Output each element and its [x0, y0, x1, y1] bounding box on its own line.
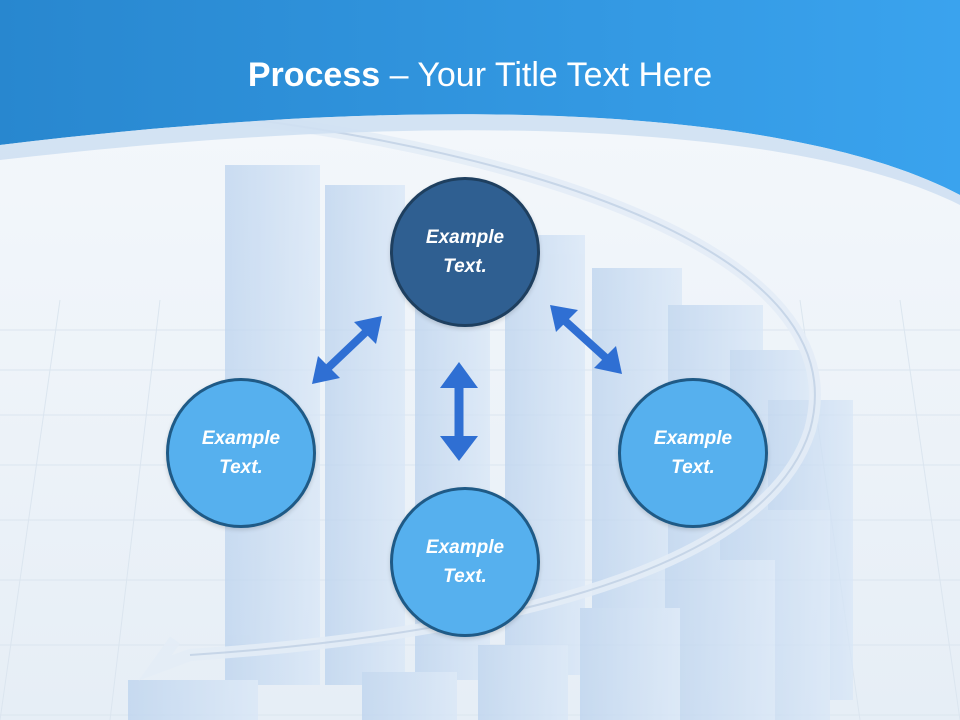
node-text-line2: Text. — [671, 457, 715, 478]
node-text-line2: Text. — [443, 256, 487, 277]
node-text-line1: Example — [425, 537, 505, 558]
node-text-line1: Example — [653, 428, 733, 449]
title-bold: Process — [247, 56, 381, 94]
node-text-line2: Text. — [443, 566, 487, 587]
double-arrow-vertical — [440, 362, 478, 461]
title-rest: – Your Title Text Here — [380, 56, 713, 94]
slide-title: Process – Your Title Text Here — [0, 50, 960, 100]
double-arrow-right-top — [550, 305, 622, 374]
node-text-line1: Example — [201, 428, 281, 449]
node-text-line1: Example — [425, 227, 505, 248]
double-arrow-left-top — [312, 316, 382, 384]
node-text-line2: Text. — [219, 457, 263, 478]
